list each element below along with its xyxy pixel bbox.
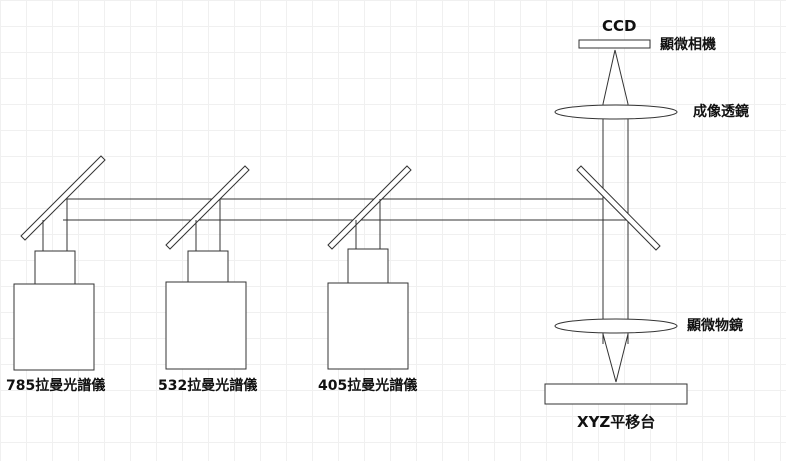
main-beamsplitter — [576, 165, 661, 251]
ccd-focus-cone — [602, 49, 629, 105]
imaging-lens — [554, 104, 678, 120]
mirror-532 — [165, 165, 250, 250]
spectrometer-405-label: 405拉曼光譜儀 — [318, 378, 418, 394]
laser-head-785 — [34, 250, 76, 286]
ccd-label: CCD — [602, 17, 637, 35]
laser-head-405 — [347, 248, 389, 284]
spectrometer-532-label: 532拉曼光譜儀 — [158, 378, 258, 394]
beam-405 — [355, 199, 381, 249]
xyz-stage — [544, 383, 688, 405]
objective-lens — [554, 318, 678, 334]
spectrometer-405 — [327, 282, 409, 370]
beam-785 — [42, 199, 68, 251]
spectrometer-785 — [13, 283, 95, 371]
spectrometer-785-label: 785拉曼光譜儀 — [6, 378, 106, 394]
laser-head-532 — [187, 250, 229, 286]
objective-focus-cone — [602, 333, 629, 383]
mirror-405 — [327, 165, 412, 250]
imaging-lens-label: 成像透鏡 — [693, 104, 749, 120]
vertical-beam — [602, 104, 629, 344]
mirror-785 — [20, 155, 106, 241]
stage-label: XYZ平移台 — [577, 413, 656, 431]
spectrometer-532 — [165, 281, 247, 370]
objective-lens-label: 顯微物鏡 — [687, 318, 743, 334]
beam-532 — [195, 199, 221, 251]
camera-label: 顯微相機 — [660, 37, 716, 53]
ccd-sensor — [578, 39, 651, 49]
